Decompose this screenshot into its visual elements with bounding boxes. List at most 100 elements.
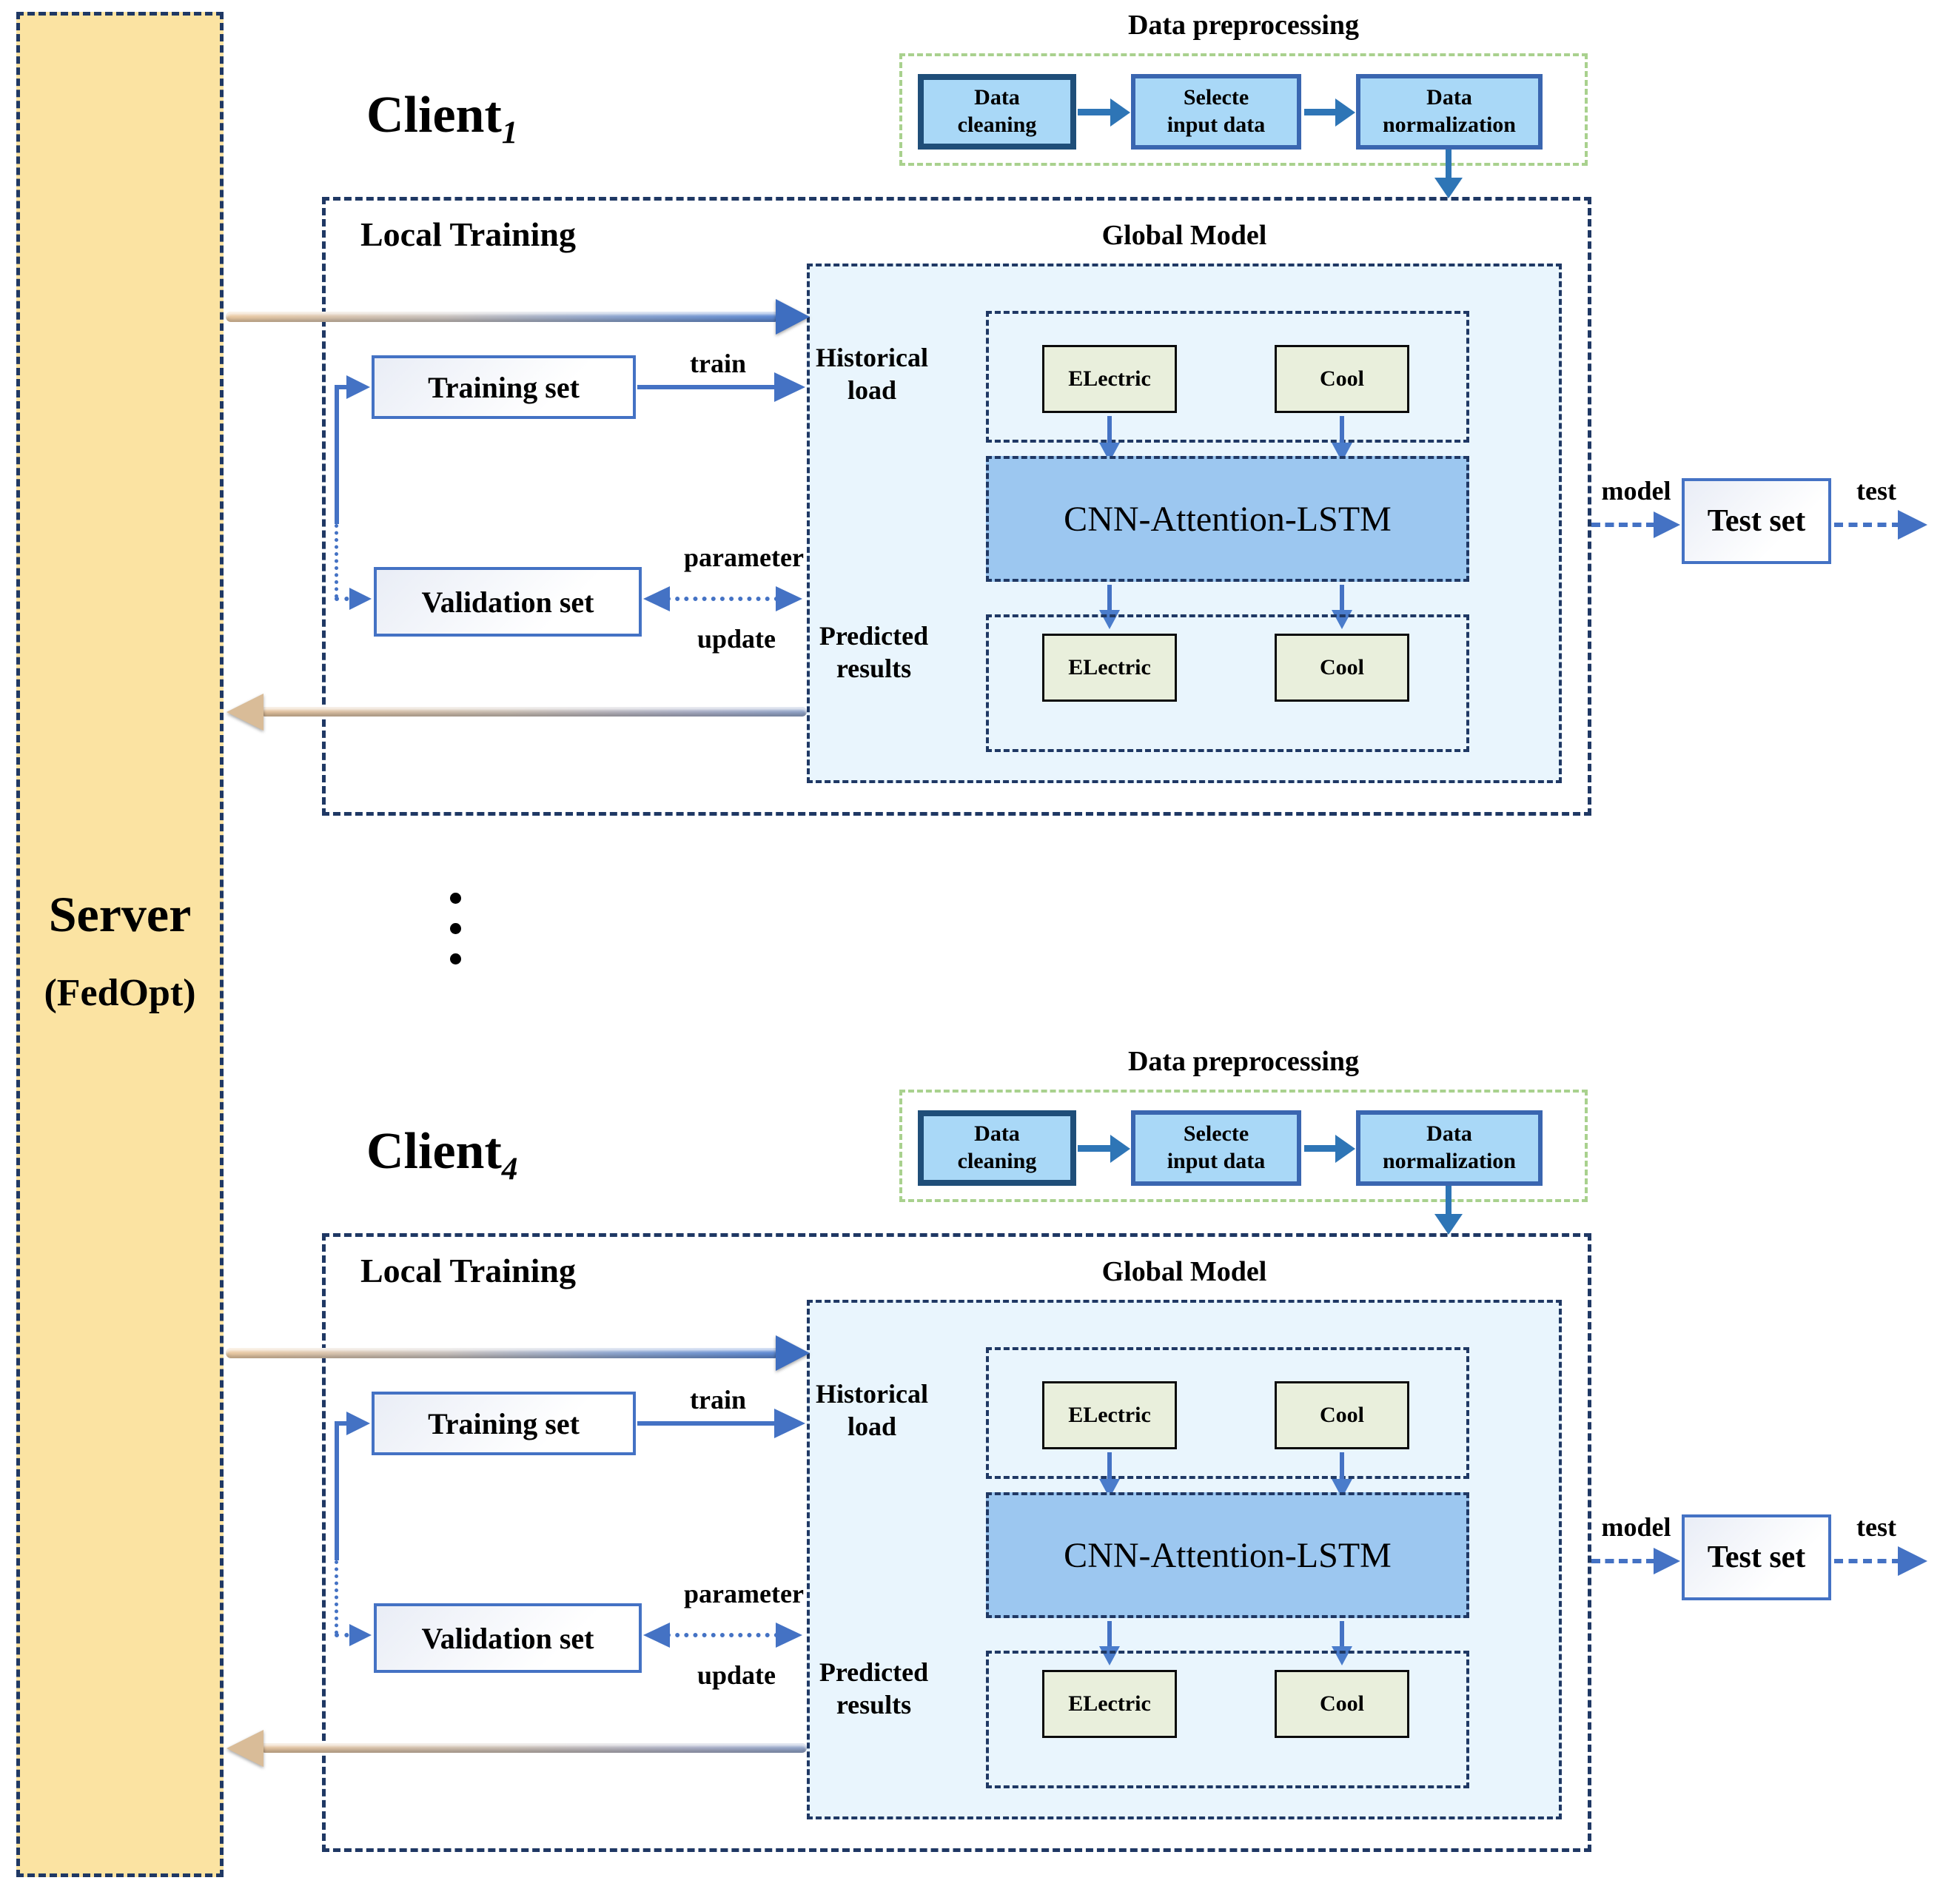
arrow-right-icon — [774, 1409, 805, 1438]
client-section: Client1 Data preprocessing Data cleaning… — [0, 0, 1960, 825]
input-electric-box: ELectric — [1042, 1381, 1177, 1449]
parameter-label: parameter — [684, 1579, 804, 1608]
validation-branch-connector — [335, 1560, 338, 1634]
data-preprocessing-title: Data preprocessing — [1127, 1046, 1360, 1077]
arrow-normalization-down — [1446, 1186, 1451, 1217]
arrow-right-icon — [774, 372, 805, 402]
training-branch-connector — [335, 385, 339, 524]
parameter-update-arrow — [666, 597, 779, 601]
arrow-left-icon — [226, 1730, 264, 1767]
data-preprocessing-box — [899, 1090, 1588, 1202]
input-cool-box: Cool — [1275, 345, 1409, 413]
predicted-results-label: Predicted results — [819, 1657, 929, 1719]
arrow-right-icon — [776, 1335, 810, 1371]
local-training-box — [322, 197, 1591, 816]
arrow-cnn-to-cool — [1340, 585, 1344, 613]
inputs-dashed-box — [986, 311, 1469, 443]
local-training-title: Local Training — [360, 1252, 576, 1289]
training-branch-connector — [335, 385, 349, 389]
arrow-cleaning-to-select — [1078, 1145, 1112, 1152]
arrow-right-icon — [1898, 510, 1927, 540]
output-electric-box: ELectric — [1042, 1670, 1177, 1738]
client-index-subscript: 4 — [501, 1151, 518, 1187]
predicted-results-label: Predicted results — [819, 621, 929, 683]
outputs-dashed-box — [986, 614, 1469, 752]
server-panel — [16, 12, 224, 1877]
step-select-input-box: Selecte input data — [1131, 74, 1301, 150]
ellipsis-dot — [450, 893, 461, 904]
update-label: update — [697, 624, 776, 654]
output-cool-box: Cool — [1275, 1670, 1409, 1738]
clients-ellipsis — [450, 893, 465, 964]
step-data-normalization-box: Data normalization — [1356, 1110, 1543, 1186]
parameter-label: parameter — [684, 543, 804, 572]
arrow-down-icon — [1434, 178, 1463, 198]
cnn-attention-lstm-box: CNN-Attention-LSTM — [986, 456, 1469, 582]
arrow-cleaning-to-select — [1078, 109, 1112, 115]
arrow-into-validation-set — [349, 588, 372, 610]
training-branch-connector — [335, 1421, 339, 1560]
test-label: test — [1856, 1512, 1896, 1542]
arrow-right-icon — [776, 299, 810, 335]
local-training-box — [322, 1233, 1591, 1852]
validation-branch-connector — [335, 524, 338, 598]
arrow-right-icon — [1654, 1548, 1680, 1574]
client-name: Client — [366, 1123, 502, 1180]
inputs-dashed-box — [986, 1347, 1469, 1479]
ellipsis-dot — [450, 923, 461, 934]
training-branch-connector — [335, 1421, 349, 1426]
client-to-server-arrow — [261, 1743, 807, 1753]
client-to-server-arrow — [261, 707, 807, 717]
model-label: model — [1601, 476, 1671, 506]
server-subtitle: (FedOpt) — [44, 972, 196, 1014]
arrow-right-icon — [1335, 98, 1355, 127]
arrow-right-icon — [1335, 1135, 1355, 1163]
train-arrow — [637, 385, 776, 389]
arrow-down-icon — [1332, 610, 1352, 629]
data-preprocessing-box — [899, 53, 1588, 166]
test-set-box: Test set — [1682, 1514, 1831, 1600]
test-arrow — [1834, 523, 1901, 527]
arrow-left-icon — [643, 1623, 670, 1648]
train-label: train — [690, 1385, 746, 1415]
arrow-cool-to-cnn — [1340, 1452, 1344, 1482]
arrow-right-icon — [776, 586, 802, 611]
model-arrow — [1591, 523, 1655, 527]
arrow-into-training-set — [346, 1412, 370, 1435]
test-arrow — [1834, 1559, 1901, 1563]
model-arrow — [1591, 1559, 1655, 1563]
model-label: model — [1601, 1512, 1671, 1542]
input-cool-box: Cool — [1275, 1381, 1409, 1449]
arrow-normalization-down — [1446, 150, 1451, 181]
server-title: Server — [48, 886, 192, 942]
client-name: Client — [366, 87, 502, 144]
arrow-right-icon — [1110, 1135, 1130, 1163]
client-title: Client1 — [366, 86, 517, 151]
arrow-down-icon — [1099, 610, 1120, 629]
cnn-attention-lstm-box: CNN-Attention-LSTM — [986, 1492, 1469, 1618]
step-select-input-box: Selecte input data — [1131, 1110, 1301, 1186]
step-data-normalization-box: Data normalization — [1356, 74, 1543, 150]
client-section: Client4 Data preprocessing Data cleaning… — [0, 1036, 1960, 1862]
step-data-cleaning-box: Data cleaning — [918, 1110, 1076, 1186]
client-title: Client4 — [366, 1122, 517, 1187]
train-label: train — [690, 349, 746, 378]
arrow-cnn-to-cool — [1340, 1621, 1344, 1649]
server-to-client-arrow — [226, 1348, 779, 1358]
arrow-down-icon — [1434, 1214, 1463, 1235]
arrow-electric-to-cnn — [1107, 416, 1112, 446]
test-set-box: Test set — [1682, 478, 1831, 564]
input-electric-box: ELectric — [1042, 345, 1177, 413]
test-label: test — [1856, 476, 1896, 506]
arrow-select-to-normalization — [1304, 109, 1337, 115]
local-training-title: Local Training — [360, 215, 576, 253]
arrow-down-icon — [1332, 1646, 1352, 1665]
historical-load-label: Historical load — [816, 343, 928, 405]
arrow-right-icon — [776, 1623, 802, 1648]
output-cool-box: Cool — [1275, 634, 1409, 702]
output-electric-box: ELectric — [1042, 634, 1177, 702]
training-set-box: Training set — [372, 355, 636, 419]
data-preprocessing-title: Data preprocessing — [1127, 10, 1360, 41]
arrow-right-icon — [1110, 98, 1130, 127]
